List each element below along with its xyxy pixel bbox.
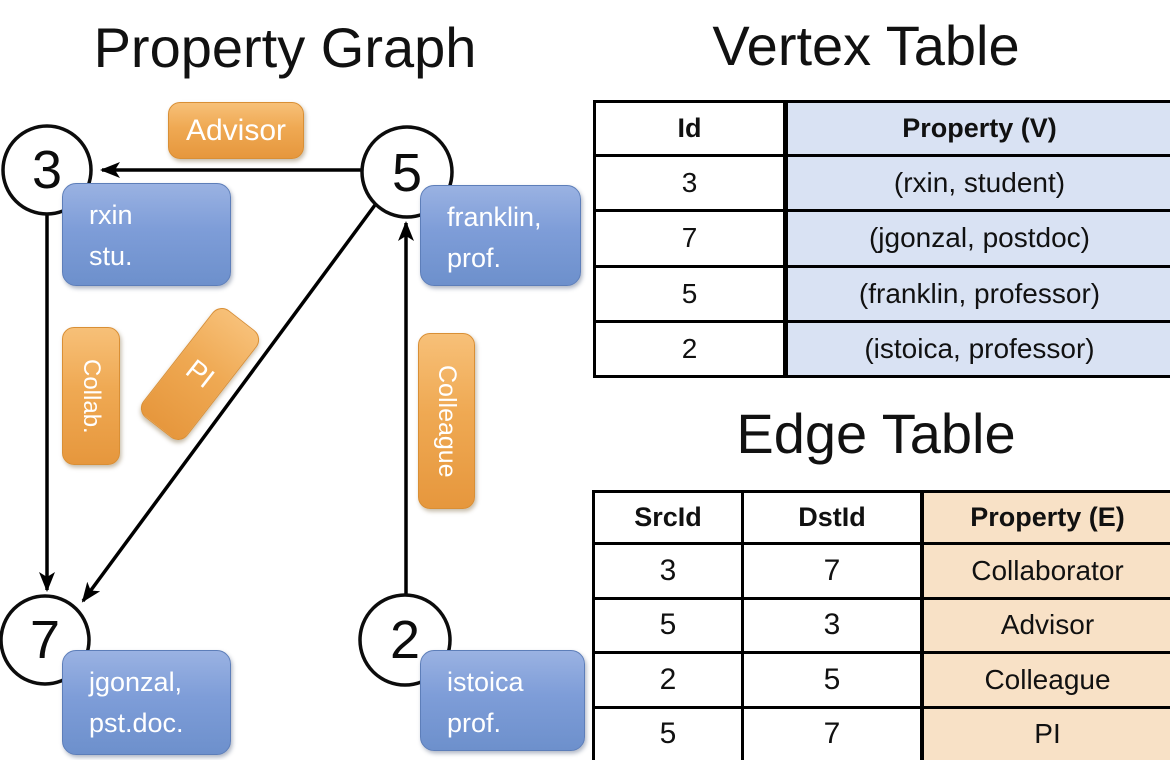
node-id-7: 7	[29, 610, 61, 670]
edge-table-dstid-cell: 5	[741, 651, 920, 706]
edge-table-property-cell: Collaborator	[924, 542, 1170, 597]
node-property-box-5: franklin, prof.	[420, 185, 581, 286]
node-property-line: istoica	[447, 667, 524, 697]
vertex-table-title: Vertex Table	[712, 14, 1020, 77]
node-property-line: pst.doc.	[89, 707, 184, 738]
edge-table-property-cell: PI	[924, 705, 1170, 760]
edge-table-dstid-cell: 3	[741, 596, 920, 651]
edge-table-property-cell: Colleague	[924, 651, 1170, 706]
edge-arrow-pi-5-to-7	[81, 203, 377, 603]
edge-table-title: Edge Table	[736, 402, 1016, 465]
vertex-table-id-cell: 7	[596, 209, 783, 264]
edge-table-property-cell: Advisor	[924, 596, 1170, 652]
node-property-box-3: rxin stu.	[62, 183, 231, 286]
vertex-table-id-cell: 2	[596, 319, 783, 375]
edge-label-advisor: Advisor	[168, 102, 304, 159]
edge-label-collab: Collab.	[62, 327, 120, 465]
vertex-table-header-property: Property (V)	[902, 113, 1057, 143]
node-property-line: rxin	[89, 200, 133, 230]
property-graph-title: Property Graph	[93, 16, 477, 79]
node-property-line: prof.	[447, 707, 502, 738]
vertex-table-property-column: Property (V) (rxin, student) (jgonzal, p…	[785, 100, 1170, 378]
vertex-table-property-cell: (franklin, professor)	[788, 264, 1170, 320]
vertex-table-property-cell: (rxin, student)	[788, 154, 1170, 209]
node-id-2: 2	[389, 610, 421, 670]
node-property-line: franklin,	[447, 202, 542, 232]
edge-table-srcid-cell: 5	[595, 596, 741, 652]
node-property-line: prof.	[447, 242, 502, 273]
vertex-table-property-cell: (istoica, professor)	[788, 319, 1170, 375]
edge-table-property-column: Property (E) Collaborator Advisor Collea…	[921, 490, 1170, 760]
vertex-table-property-cell: (jgonzal, postdoc)	[788, 209, 1170, 264]
node-property-box-7: jgonzal, pst.doc.	[62, 650, 231, 755]
edge-table-srcid-cell: 3	[595, 542, 741, 597]
node-property-line: stu.	[89, 240, 133, 271]
vertex-table-id-cell: 5	[596, 264, 783, 320]
edge-label-colleague: Colleague	[418, 333, 475, 509]
edge-table-header-srcid: SrcId	[634, 502, 702, 532]
edge-table-dstid-cell: 7	[741, 542, 920, 597]
vertex-table-id-column: Id 3 7 5 2	[593, 100, 786, 378]
node-property-line: jgonzal,	[89, 667, 183, 697]
edge-table-id-columns: SrcId DstId 3 7 5 3 2 5 5 7	[592, 490, 923, 760]
node-property-box-2: istoica prof.	[420, 650, 585, 751]
edge-table-header-property: Property (E)	[970, 502, 1125, 532]
node-id-5: 5	[391, 143, 423, 203]
edge-table-srcid-cell: 5	[595, 705, 741, 760]
edge-table-srcid-cell: 2	[595, 651, 741, 706]
edge-table-header-dstid: DstId	[741, 493, 920, 542]
node-id-3: 3	[31, 140, 63, 200]
vertex-table-id-cell: 3	[596, 154, 783, 209]
edge-table-dstid-cell: 7	[741, 705, 920, 760]
vertex-table-header-id: Id	[677, 113, 702, 143]
